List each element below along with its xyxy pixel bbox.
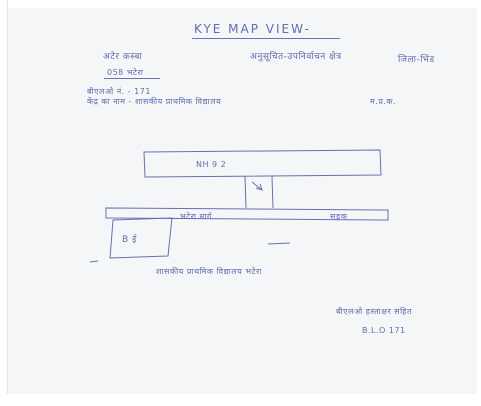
direction-arrow-icon (251, 181, 263, 191)
booth-no-line: बीएलओ नं. - 171 (87, 87, 151, 96)
page-bottom-margin (7, 394, 481, 406)
page-title: KYE MAP VIEW- (194, 22, 311, 36)
signature-line-1: बीएलओ हस्ताक्षर सहित (336, 307, 413, 316)
header-line-c: जिला-भिंड (398, 55, 435, 65)
page-right-margin (477, 0, 481, 406)
title-underline (192, 38, 340, 39)
road-label: भटेरा मार्ग (180, 212, 212, 221)
code-line: 058 भटेरा (107, 68, 144, 77)
page-left-margin (0, 0, 8, 406)
signature-line-2: B.L.O 171 (362, 326, 406, 335)
connector-lane (244, 175, 274, 209)
booth-name-line-c: म.प्र.क. (370, 97, 397, 106)
road-strip (105, 207, 389, 221)
code-underline (104, 78, 160, 79)
booth-building (109, 217, 173, 259)
booth-box-label: B ई (122, 235, 137, 245)
school-caption: शासकीय प्राथमिक विद्यालय भटेरा (156, 267, 262, 276)
page-top-margin (7, 0, 481, 8)
header-line-b: अनुसूचित-उपनिर्वाचन क्षेत्र (250, 52, 342, 62)
booth-name-line: केंद्र का नाम - शासकीय प्राथमिक विद्यालय (87, 97, 222, 106)
highway-rect (143, 149, 382, 178)
road-label-b: सड़क (330, 212, 348, 221)
header-line-a: अटेर कस्बा (103, 52, 143, 62)
highway-label: NH 9 2 (196, 160, 227, 169)
